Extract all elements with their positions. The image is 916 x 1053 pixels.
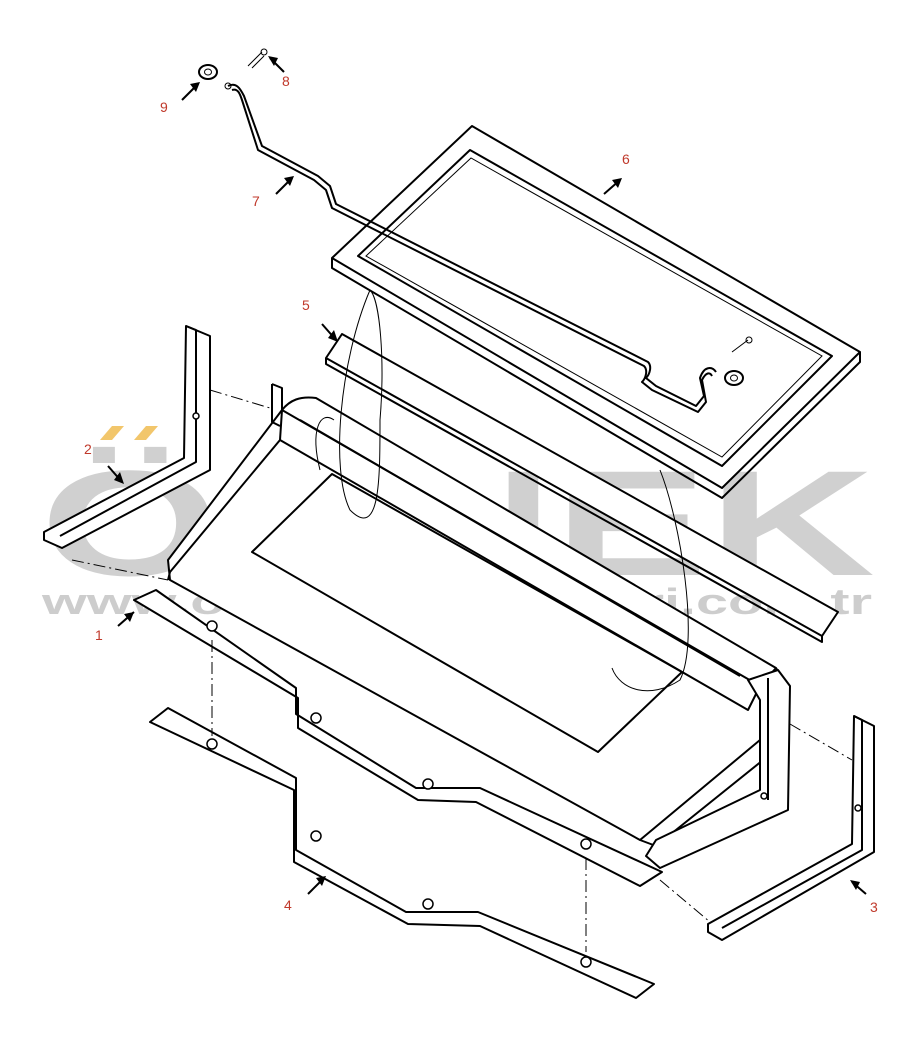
callout-7: 7 (252, 193, 260, 209)
part-1-bottom-plate (133, 589, 663, 887)
callout-arrows (107, 56, 867, 895)
part-6-frame (331, 125, 861, 499)
arrow-5 (321, 323, 338, 342)
part-6-hardware (724, 336, 753, 386)
callout-labels: 1 2 3 4 5 6 7 8 9 (84, 73, 878, 915)
callout-3: 3 (870, 899, 878, 915)
watermark-accent-mark-right (134, 426, 158, 440)
callout-1: 1 (95, 627, 103, 643)
callout-5: 5 (302, 297, 310, 313)
arrow-8 (268, 56, 285, 73)
arrow-3 (850, 880, 867, 895)
part-1-housing-end-bracket (645, 669, 791, 869)
part-2-left-bracket (43, 325, 211, 549)
part-4-reinforcement-plate (149, 707, 655, 999)
part-9-nut (198, 64, 218, 80)
watermark-accent-mark-left (100, 426, 124, 440)
mounting-holes (206, 620, 592, 968)
part-7-rod (224, 82, 717, 413)
arrow-4 (307, 876, 326, 895)
callout-6: 6 (622, 151, 630, 167)
center-lines (71, 389, 853, 952)
callout-9: 9 (160, 99, 168, 115)
arrow-6 (603, 178, 622, 195)
arrow-9 (181, 82, 200, 101)
arrow-7 (275, 176, 294, 195)
arrow-1 (117, 611, 135, 627)
callout-8: 8 (282, 73, 290, 89)
callout-2: 2 (84, 441, 92, 457)
part-5-gasket-strip (325, 333, 839, 643)
callout-4: 4 (284, 897, 292, 913)
part-8-cotter-pin (247, 48, 268, 69)
part-3-right-bracket (707, 715, 875, 941)
arrow-2 (107, 465, 124, 484)
